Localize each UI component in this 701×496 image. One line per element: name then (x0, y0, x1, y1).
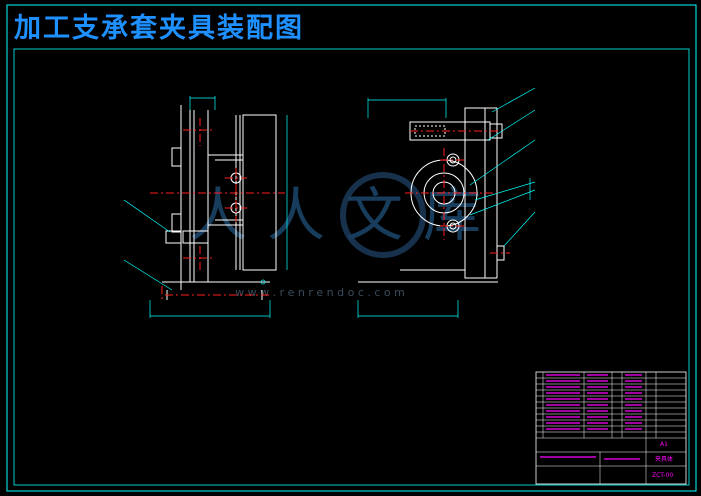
left-view-centerlines (150, 118, 285, 300)
left-view (162, 105, 277, 300)
part-name-label: 夹具体 (655, 455, 673, 463)
drawing-title: 加工支承套夹具装配图 (14, 13, 304, 44)
inner-frame (13, 48, 690, 486)
right-view-dimensions (357, 87, 536, 318)
title-block: A1 夹具体 ZCT-00 (535, 371, 687, 485)
right-view-centerlines (405, 130, 510, 254)
watermark-logo: 人人文库 (189, 181, 501, 249)
outer-frame (6, 4, 697, 492)
left-view-dimensions (123, 96, 288, 318)
watermark: 人人文库 w w w . r e n r e n d o c . c o m (189, 172, 501, 299)
drawing-number-label: ZCT-00 (652, 472, 673, 479)
watermark-url: w w w . r e n r e n d o c . c o m (235, 286, 405, 299)
sheet-size-label: A1 (660, 441, 668, 448)
